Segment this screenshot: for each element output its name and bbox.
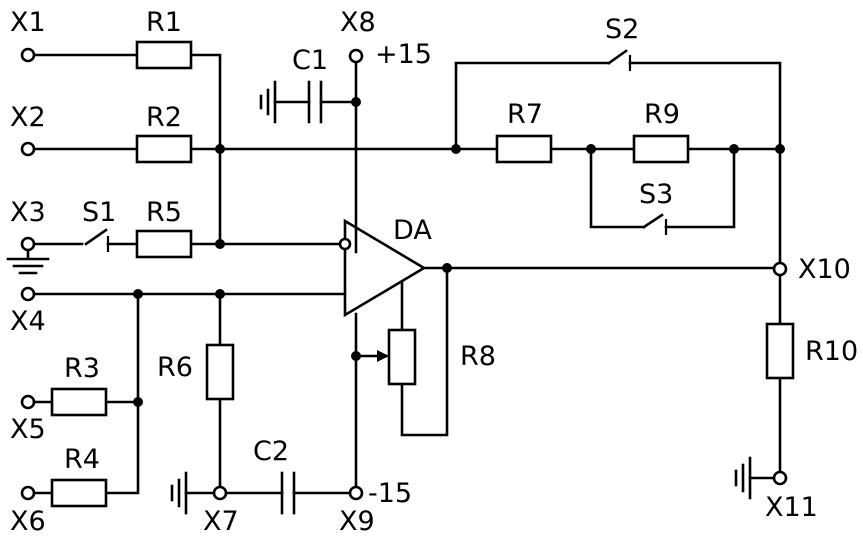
ground-symbols	[6, 80, 752, 515]
label-x2: X2	[10, 102, 46, 133]
terminal-x2	[20, 141, 36, 157]
terminal-x3	[20, 236, 36, 252]
ground-icon-x11	[734, 456, 752, 500]
label-da: DA	[393, 215, 432, 246]
resistors	[50, 40, 795, 508]
label-r10: R10	[805, 336, 858, 367]
label-x6: X6	[10, 506, 46, 537]
ground-icon-x3	[6, 248, 50, 275]
terminals	[20, 47, 788, 501]
switch-s1-blade	[84, 228, 108, 246]
terminal-x7	[212, 485, 228, 501]
terminal-x6	[20, 485, 36, 501]
label-x10: X10	[798, 254, 851, 285]
ground-icon-c1	[259, 80, 277, 124]
terminal-x5	[20, 394, 36, 410]
label-r3: R3	[64, 353, 100, 384]
labels: X1 X2 X3 X4 X5 X6 X7 X8 X9 X10 X11 R1 R2…	[10, 7, 858, 537]
switches	[84, 49, 668, 252]
junctions	[133, 97, 785, 407]
capacitor-c2	[280, 471, 296, 515]
label-r7: R7	[507, 99, 543, 130]
switch-s2-blade	[607, 49, 628, 65]
label-x7: X7	[203, 506, 239, 537]
ground-icon-x7	[170, 471, 188, 515]
resistor-r5	[135, 229, 193, 259]
terminal-x9	[348, 485, 364, 501]
label-x3: X3	[10, 197, 46, 228]
label-x5: X5	[10, 414, 46, 445]
label-x11: X11	[765, 492, 818, 523]
resistor-r3	[50, 387, 108, 417]
label-x4: X4	[10, 306, 46, 337]
label-supply-negative: -15	[368, 478, 412, 509]
label-x8: X8	[340, 7, 376, 38]
op-amp-da	[338, 218, 427, 318]
label-c1: C1	[292, 45, 328, 76]
terminal-x4	[20, 286, 36, 302]
label-supply-positive: +15	[375, 39, 432, 70]
terminal-x11	[772, 470, 788, 486]
resistor-r9	[632, 134, 690, 164]
resistor-r4	[50, 478, 108, 508]
label-x9: X9	[339, 506, 375, 537]
label-r4: R4	[64, 444, 100, 475]
switch-s3-blade	[642, 213, 664, 229]
terminal-x1	[20, 47, 36, 63]
wiper-arrow-icon	[377, 350, 389, 362]
resistor-r8	[387, 328, 417, 386]
label-r6: R6	[157, 352, 193, 383]
label-r8: R8	[460, 341, 496, 372]
capacitor-c1	[307, 80, 323, 124]
label-s3: S3	[639, 179, 673, 210]
label-r2: R2	[146, 102, 182, 133]
inverting-input-marker	[338, 237, 352, 251]
label-r9: R9	[644, 99, 680, 130]
label-c2: C2	[253, 436, 289, 467]
terminal-x8	[348, 48, 364, 64]
resistor-r10	[765, 322, 795, 380]
label-r1: R1	[146, 7, 182, 38]
capacitors	[280, 80, 323, 515]
wires	[32, 53, 782, 495]
resistor-r6	[205, 343, 235, 401]
label-r5: R5	[146, 197, 182, 228]
label-s1: S1	[82, 197, 116, 228]
terminal-x10	[772, 261, 788, 277]
label-x1: X1	[10, 7, 46, 38]
label-s2: S2	[605, 14, 639, 45]
resistor-r1	[135, 40, 193, 70]
resistor-r2	[135, 134, 193, 164]
resistor-r7	[495, 134, 553, 164]
